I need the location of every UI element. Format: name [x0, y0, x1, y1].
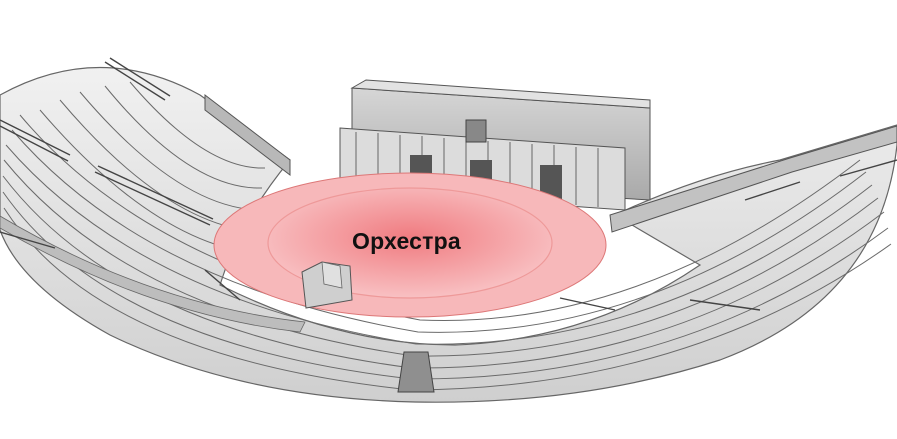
- right-retaining-wall: [609, 125, 897, 233]
- diazoma-walkway: [0, 215, 306, 333]
- thymele-altar: [301, 261, 353, 309]
- left-retaining-wall: [204, 93, 291, 177]
- theatron-seating: [0, 57, 897, 403]
- orchestra-label: Орхестра: [352, 228, 461, 254]
- skene-building: [339, 79, 651, 211]
- central-stair: [397, 351, 435, 393]
